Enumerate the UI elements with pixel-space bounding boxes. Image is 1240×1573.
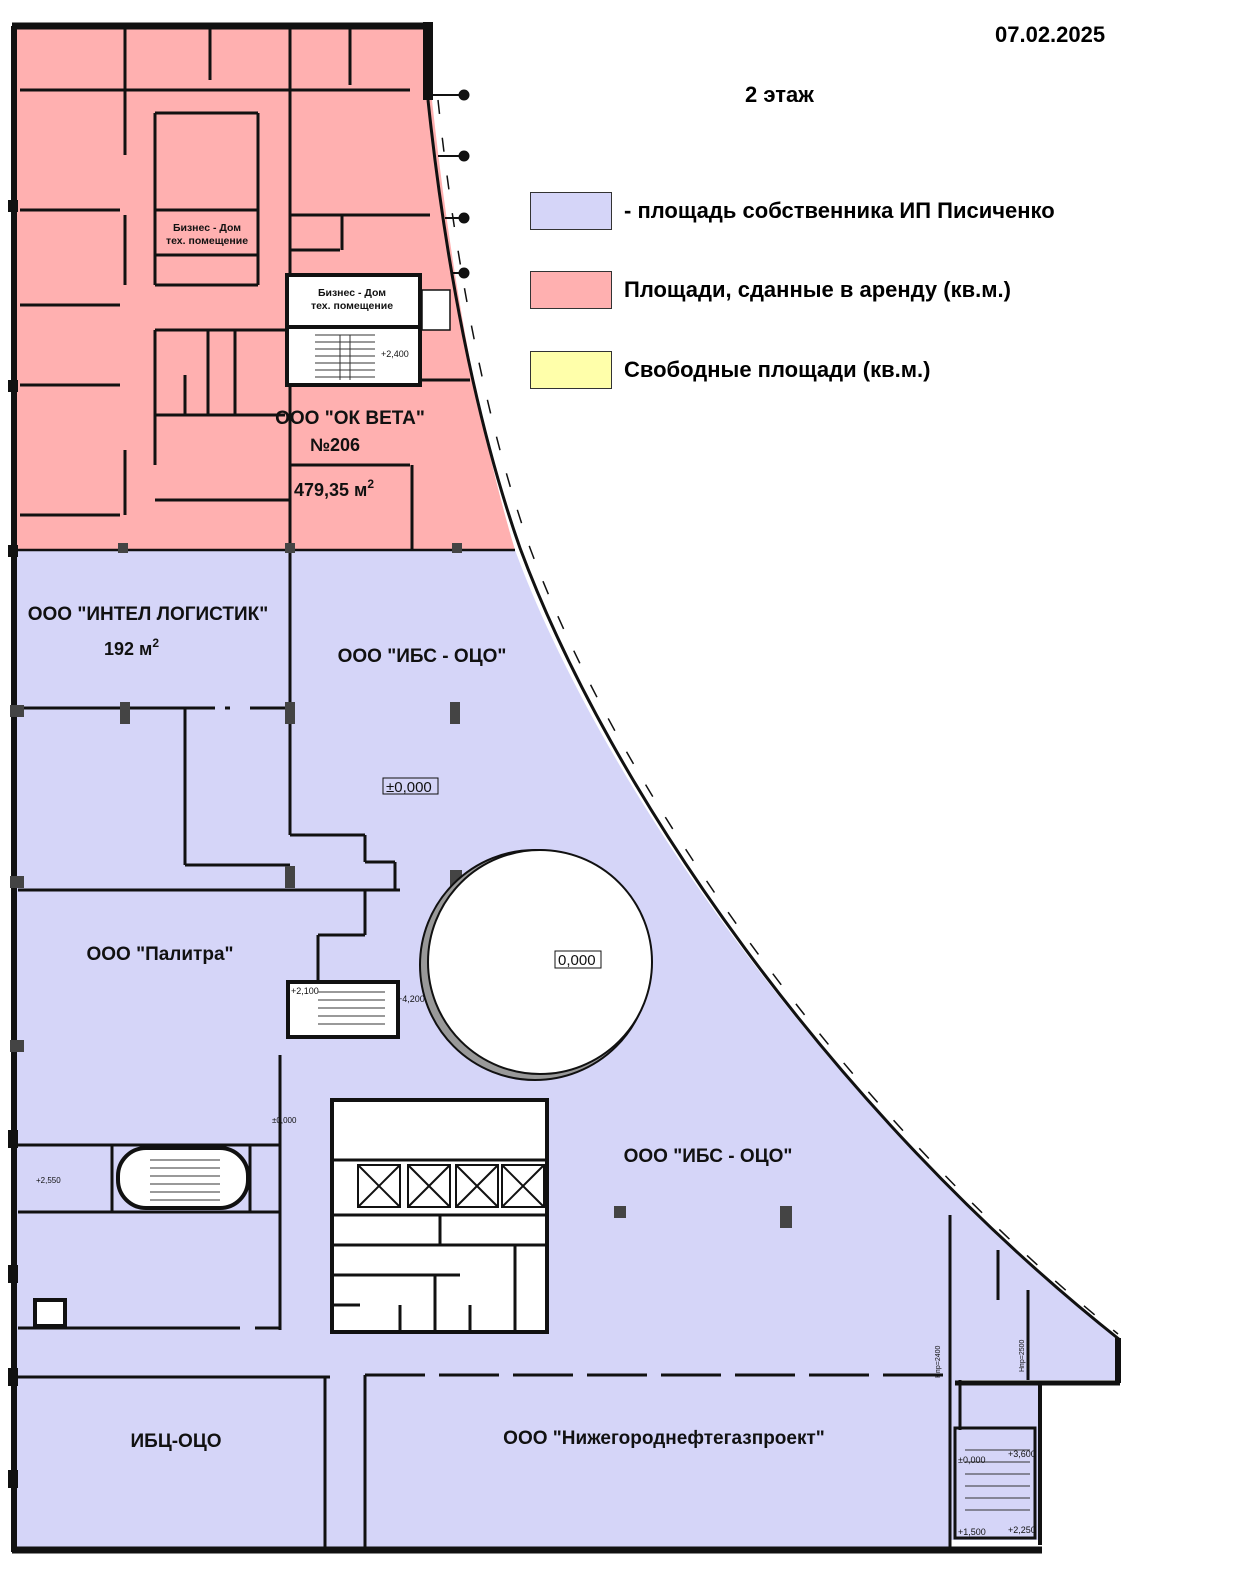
label-ibc: ИБЦ-ОЦО [131,1431,222,1452]
legend-free: Свободные площади (кв.м.) [530,351,930,389]
label-palitra: ООО "Палитра" [86,944,233,965]
label-ok-veta: ООО "ОК ВЕТА" [275,408,425,429]
plan-date: 07.02.2025 [995,22,1106,47]
floor-title: 2 этаж [745,82,814,107]
mark-3600: +3,600 [1008,1449,1036,1459]
elevators [357,1164,545,1208]
legend-owner-text: - площадь собственника ИП Писиченко [624,198,1055,223]
mark-1500: +1,500 [958,1527,986,1537]
label-biz2-line2: тех. помещение [311,300,393,312]
intel-area-sup: 2 [152,636,159,650]
mark-2400: +2,400 [381,349,409,359]
mark-npr-2500: Нпр=2500 [1019,1339,1026,1372]
intel-area-value: 192 м [104,639,152,659]
stair-steps-top [315,334,375,380]
ok-veta-area-sup: 2 [367,477,374,491]
label-intel-area: 192 м2 [104,636,159,659]
mark-0000-top: ±0,000 [386,779,432,796]
legend-free-swatch [530,351,612,389]
mark-0000-atrium: 0,000 [558,952,596,969]
mark-4200: +4,200 [397,994,425,1004]
window-pins [430,89,470,279]
mark-npr-2400: Нпр=2400 [935,1345,942,1378]
label-ibs-top: ООО "ИБС - ОЦО" [338,646,507,667]
label-biz1-line2: тех. помещение [166,235,248,247]
label-ngnp: ООО "Нижегороднефтегазпроект" [503,1428,825,1449]
label-biz1-line1: Бизнес - Дом [173,222,241,234]
label-intel: ООО "ИНТЕЛ ЛОГИСТИК" [28,604,269,625]
legend-free-text: Свободные площади (кв.м.) [624,357,931,382]
interior-walls-bottom [18,550,1030,1548]
rented-area [15,28,515,550]
columns [10,543,792,1228]
legend-rented: Площади, сданные в аренду (кв.м.) [530,271,1011,309]
mark-0000-right: ±0,000 [958,1455,985,1465]
label-ok-veta-area: 479,35 м2 [294,477,374,500]
wall-ticks [8,200,18,1488]
stair-box-right [953,1426,1037,1540]
legend-owner: - площадь собственника ИП Писиченко [530,192,1055,230]
label-ok-veta-number: №206 [310,435,360,455]
interior-walls-top [20,28,470,550]
stair-steps [150,991,1030,1511]
outer-walls [11,22,1121,1554]
mark-2100: +2,100 [291,986,319,996]
core-partitions [332,1158,547,1332]
legend-owner-swatch [530,192,612,230]
ok-veta-area-value: 479,35 м [294,480,367,500]
label-biz2-line1: Бизнес - Дом [318,287,386,299]
legend-rented-text: Площади, сданные в аренду (кв.м.) [624,277,1011,302]
mark-0000-core: ±0,000 [272,1116,297,1125]
mark-2550: +2,550 [36,1176,61,1185]
legend-rented-swatch [530,271,612,309]
mark-2250: +2,250 [1008,1525,1036,1535]
label-ibs-bottom: ООО "ИБС - ОЦО" [624,1146,793,1167]
